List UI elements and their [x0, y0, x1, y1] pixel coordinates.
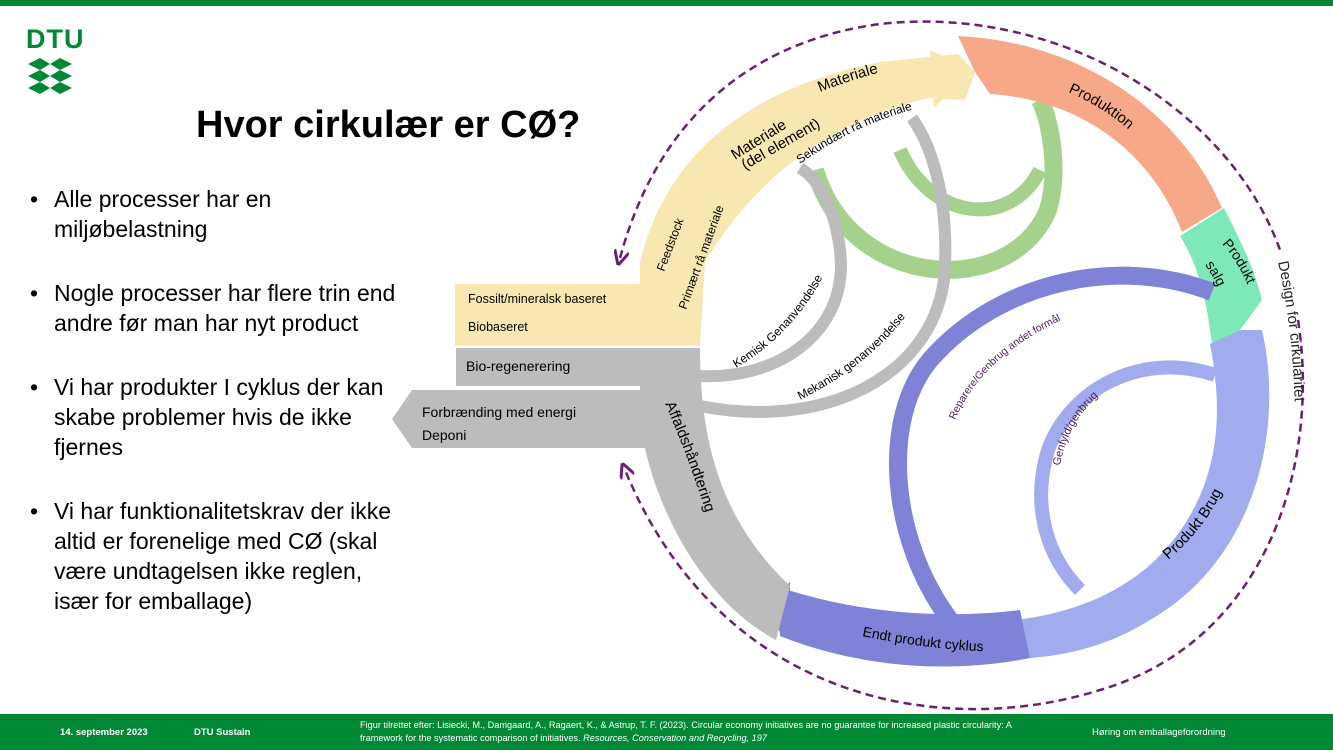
green-loop-inner	[893, 147, 1047, 217]
footer-date: 14. september 2023	[60, 727, 148, 738]
design-loop-bottom	[625, 319, 1305, 711]
biobaseret-box	[458, 314, 638, 340]
endt-band	[776, 586, 1030, 667]
salg-band	[1180, 208, 1262, 344]
deponi-label: Deponi	[422, 427, 466, 443]
forbraending-label: Forbrænding med energi	[422, 404, 576, 420]
bullet-item: Vi har produkter I cyklus der kan skabe …	[28, 372, 398, 462]
logo-text: DTU	[26, 24, 85, 54]
materiale-band	[455, 54, 975, 346]
green-loop	[806, 95, 1063, 279]
citation-journal: Resources, Conservation and Recycling, 1…	[583, 733, 767, 743]
dtu-logo: DTU	[26, 24, 85, 96]
fossilt-label: Fossilt/mineralsk baseret	[468, 292, 607, 306]
bullet-list: Alle processer har en miljøbelastning No…	[28, 184, 398, 650]
bullet-item: Alle processer har en miljøbelastning	[28, 184, 398, 244]
design-loop-top	[620, 20, 1282, 258]
produktion-band	[958, 36, 1222, 232]
footer-right-text: Høring om emballageforordning	[1092, 727, 1226, 738]
bio-regenerering-box	[456, 348, 696, 386]
brug-band	[1015, 330, 1270, 658]
biobaseret-label: Biobaseret	[468, 320, 528, 334]
logo-waves-icon	[28, 58, 72, 94]
genfyld-loop	[1034, 360, 1218, 595]
citation-text: Figur tilrettet efter: Lisiecki, M., Dam…	[360, 720, 1012, 743]
slide-title: Hvor cirkulær er CØ?	[196, 104, 581, 146]
reparere-loop	[889, 266, 1216, 626]
fossilt-box	[458, 284, 638, 312]
kemisk-loop	[699, 162, 847, 383]
materiale-arrow	[930, 50, 972, 108]
footer-bar: 14. september 2023 DTU Sustain Figur til…	[0, 714, 1333, 750]
design-label: Design for cirkularitet	[1274, 259, 1308, 402]
bio-regenerering-label: Bio-regenerering	[466, 358, 570, 374]
mekanisk-loop	[698, 114, 952, 418]
bullet-item: Nogle processer har flere trin end andre…	[28, 278, 398, 338]
forbraending-box	[392, 390, 645, 448]
top-accent-bar	[0, 0, 1333, 6]
footer-org: DTU Sustain	[194, 727, 251, 738]
bullet-item: Vi har funktionalitetskrav der ikke alti…	[28, 496, 398, 616]
footer-citation: Figur tilrettet efter: Lisiecki, M., Dam…	[360, 719, 1020, 745]
